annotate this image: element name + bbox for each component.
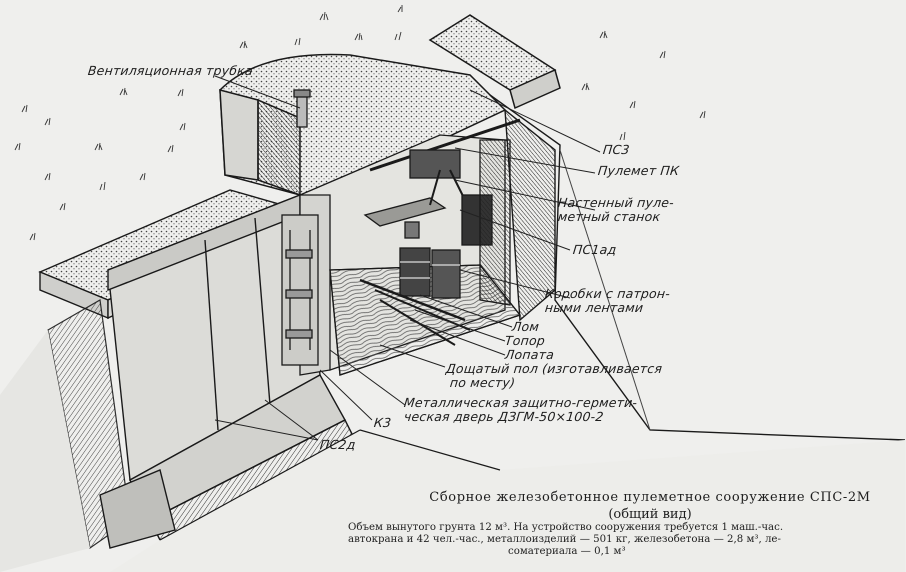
label-k3: К3 [373, 415, 393, 430]
label-boxes-1: Коробки с патрон- [544, 286, 671, 301]
interior [281, 89, 522, 376]
left-earth-wall [0, 299, 131, 572]
grass-tufts [14, 5, 706, 241]
label-shovel: Лопата [504, 347, 555, 362]
label-crowbar: Лом [511, 319, 540, 334]
label-mount-2: метный станок [557, 209, 662, 224]
label-door-1: Металлическая защитно-гермети- [403, 395, 639, 410]
label-mount-1: Настенный пуле- [557, 195, 675, 210]
caption-note-line2: автокрана и 42 чел.-час., металлоизделий… [348, 534, 781, 546]
label-boxes-2: ными лентами [544, 300, 645, 315]
roof-slab [219, 14, 561, 197]
right-side [489, 94, 906, 441]
caption-title-line1: Сборное железобетонное пулеметное сооруж… [429, 490, 871, 505]
caption-note-line3: соматериала — 0,1 м³ [508, 546, 626, 558]
caption-note-line1: Объем вынутого грунта 12 м³. На устройст… [348, 522, 784, 533]
label-ps1ad: ПС1ад [572, 242, 618, 257]
trench-floor [110, 429, 905, 572]
label-machine-gun: Пулемет ПК [597, 163, 680, 178]
label-door-2: ческая дверь ДЗГМ-50×100-2 [403, 409, 605, 424]
label-ps3: ПС3 [602, 142, 631, 157]
caption-title: Сборное железобетонное пулеметное сооруж… [400, 489, 900, 523]
label-ventilation: Вентиляционная трубка [87, 63, 254, 78]
leader-lines [214, 75, 601, 441]
caption-title-line2: (общий вид) [608, 507, 692, 522]
caption-note: Объем вынутого грунта 12 м³. На устройст… [348, 522, 893, 559]
label-floor-1: Дощатый пол (изготавливается [445, 361, 663, 376]
label-ps2d: ПС2д [319, 437, 357, 452]
label-axe: Топор [504, 333, 546, 348]
entry-panels [99, 193, 356, 549]
label-floor-2: по месту) [449, 375, 516, 390]
